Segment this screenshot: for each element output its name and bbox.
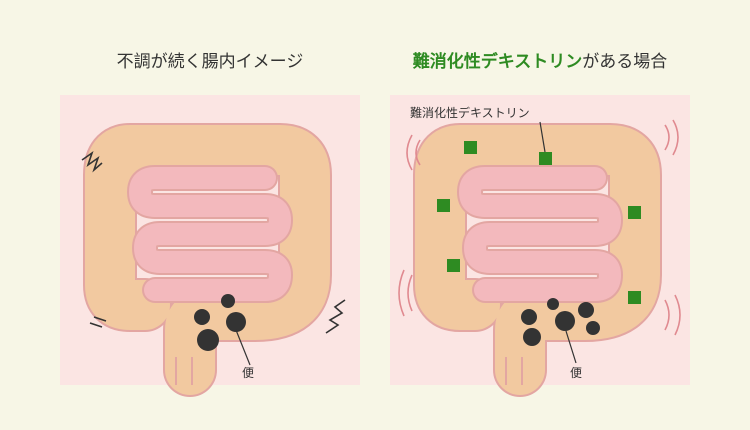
left-panel: 便 <box>60 95 360 397</box>
left-intestine-diagram: 便 <box>81 123 346 397</box>
dextrin-pointer-line <box>539 121 546 153</box>
right-intestine-diagram: 難消化性デキストリン 便 <box>398 105 681 397</box>
discomfort-mark-right <box>325 299 346 334</box>
stool-label: 便 <box>242 366 254 380</box>
discomfort-mark-bottom-left <box>89 316 107 328</box>
small-intestine <box>127 165 293 303</box>
right-heading: 難消化性デキストリンがある場合 <box>390 48 690 76</box>
motion-marks <box>398 119 681 336</box>
left-heading: 不調が続く腸内イメージ <box>116 52 304 72</box>
stools <box>194 294 246 351</box>
right-heading-accent: 難消化性デキストリン <box>412 52 583 72</box>
dextrin-particles <box>437 141 641 304</box>
small-intestine <box>457 165 623 303</box>
stool-pointer-line <box>565 330 577 364</box>
stool-pointer-line <box>235 329 251 366</box>
stool-label: 便 <box>570 366 582 380</box>
right-heading-rest: がある場合 <box>582 52 668 72</box>
stools <box>521 298 600 346</box>
right-panel: 難消化性デキストリン 便 <box>390 95 690 397</box>
dextrin-label: 難消化性デキストリン <box>410 105 530 120</box>
discomfort-mark-top-left <box>81 150 103 173</box>
